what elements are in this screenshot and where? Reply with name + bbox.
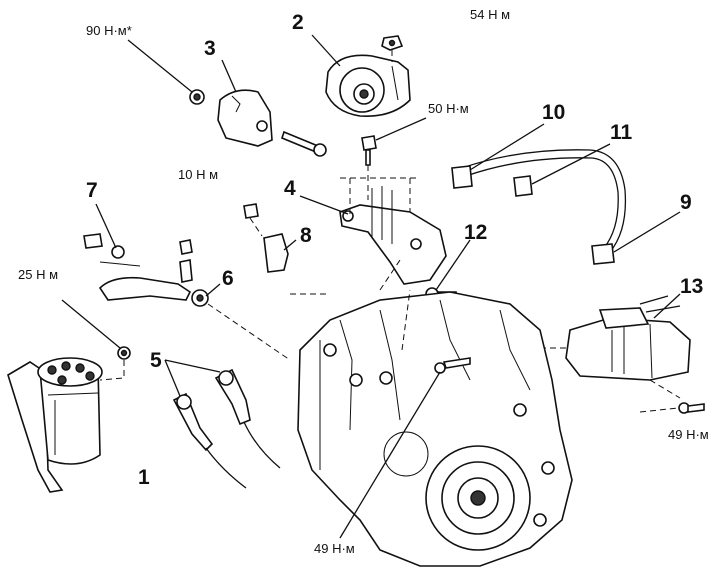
part-3-cover (217, 59, 273, 147)
part-8-sensor (243, 203, 330, 295)
callout-4: 4 (284, 177, 296, 200)
callout-11: 11 (610, 121, 633, 144)
callout-8: 8 (300, 224, 312, 247)
torque-label-50: 50 Н·м (428, 101, 469, 116)
callout-6: 6 (222, 267, 234, 290)
callout-12: 12 (464, 221, 488, 244)
callout-2: 2 (292, 11, 304, 34)
part-6-link (98, 239, 291, 361)
callout-5: 5 (150, 349, 162, 372)
part-7-bolt (83, 203, 141, 267)
torque-label-10: 10 Н м (178, 167, 219, 182)
torque-label-54: 54 Н м (470, 7, 511, 22)
torque-label-49-bottom: 49 Н·м (314, 541, 355, 556)
callout-1: 1 (138, 466, 150, 489)
callout-3: 3 (204, 37, 216, 60)
transmission-housing (297, 259, 573, 567)
torque-label-90: 90 Н·м* (86, 23, 132, 38)
torque-label-49-right: 49 Н·м (668, 427, 709, 442)
part-13-starter (530, 293, 691, 399)
callout-9: 9 (680, 191, 692, 214)
part-2-mount (311, 34, 411, 117)
part-4-bracket (299, 177, 447, 285)
bolt-25nm (61, 299, 131, 381)
callout-7: 7 (86, 179, 98, 202)
nut-54nm (381, 35, 404, 62)
part-5-cables (164, 359, 281, 489)
cover-bolt (281, 130, 327, 157)
callout-13: 13 (680, 275, 704, 298)
part-1-bracket-housing (7, 357, 103, 493)
part-9-10-11-harness (451, 123, 681, 265)
bolt-50nm (361, 117, 427, 200)
nut-90nm (127, 39, 205, 105)
callout-10: 10 (542, 101, 566, 124)
bolt-49nm-starter (639, 402, 705, 414)
torque-label-25: 25 Н м (18, 267, 59, 282)
